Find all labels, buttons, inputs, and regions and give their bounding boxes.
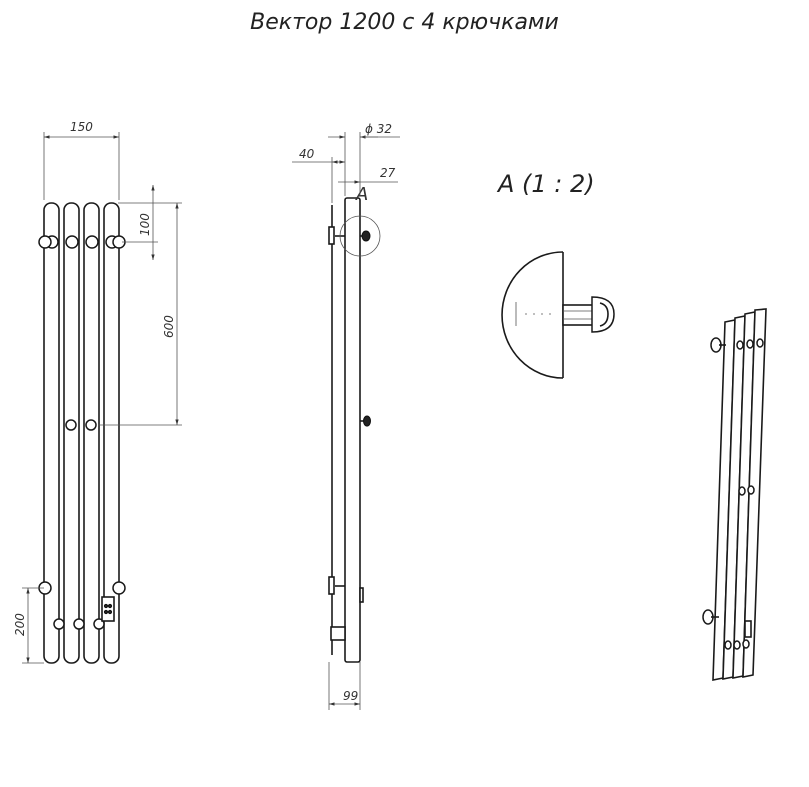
front-middle-hook bbox=[85, 419, 97, 431]
side-dimensions: ϕ 32 40 27 99 bbox=[292, 122, 400, 710]
drawing-title: Вектор 1200 с 4 крючками bbox=[250, 10, 559, 35]
control-indicator bbox=[103, 609, 109, 615]
isometric-view bbox=[702, 308, 767, 681]
front-tube-3 bbox=[83, 202, 100, 664]
side-view: A bbox=[328, 184, 381, 663]
side-bottom-hook bbox=[359, 587, 364, 603]
dim-pipe-offset: 27 bbox=[380, 166, 396, 180]
detail-view: A (1 : 2) bbox=[496, 170, 615, 379]
iso-middle-hook bbox=[747, 485, 755, 495]
iso-top-hook-right bbox=[756, 338, 764, 348]
dim-depth: 99 bbox=[343, 689, 358, 703]
side-top-bracket bbox=[328, 226, 335, 245]
side-pipe bbox=[344, 197, 361, 663]
side-control-box bbox=[330, 626, 346, 641]
side-middle-hook bbox=[363, 415, 371, 427]
control-indicator bbox=[107, 609, 113, 615]
front-control-box bbox=[101, 596, 115, 622]
dim-hook-spacing: 600 bbox=[162, 315, 176, 338]
control-indicator bbox=[103, 603, 109, 609]
front-middle-hook bbox=[65, 419, 77, 431]
side-bottom-bracket bbox=[328, 576, 335, 595]
side-top-hook bbox=[361, 230, 371, 242]
iso-bottom-connector bbox=[724, 640, 732, 650]
detail-hook-head bbox=[591, 296, 615, 333]
front-top-connector bbox=[65, 235, 79, 249]
dim-top-offset: 100 bbox=[138, 213, 152, 236]
front-tube-2 bbox=[63, 202, 80, 664]
iso-control-box bbox=[744, 620, 752, 638]
dim-wall-distance: 40 bbox=[299, 147, 315, 161]
front-top-connector bbox=[85, 235, 99, 249]
front-view bbox=[38, 202, 126, 664]
iso-top-connector bbox=[746, 339, 754, 349]
iso-bottom-connector bbox=[733, 640, 741, 650]
dim-diameter: ϕ 32 bbox=[365, 122, 392, 136]
dim-width: 150 bbox=[70, 120, 93, 134]
detail-marker: A bbox=[355, 184, 368, 205]
front-dimensions: 150 100 600 200 bbox=[13, 120, 182, 664]
front-tube-1 bbox=[43, 202, 60, 664]
detail-circle bbox=[339, 215, 381, 257]
iso-top-connector bbox=[736, 340, 744, 350]
front-tube-4 bbox=[103, 202, 120, 664]
control-indicator bbox=[107, 603, 113, 609]
front-bottom-hook-right bbox=[112, 581, 126, 595]
front-bottom-connector bbox=[53, 618, 65, 630]
iso-bottom-connector bbox=[742, 639, 750, 649]
front-bottom-connector bbox=[73, 618, 85, 630]
iso-tube-4 bbox=[742, 308, 767, 678]
dim-bottom-offset: 200 bbox=[13, 613, 27, 636]
iso-middle-hook bbox=[738, 486, 746, 496]
detail-scale-label: A (1 : 2) bbox=[496, 170, 595, 198]
detail-hook-shank bbox=[562, 304, 594, 326]
detail-arc bbox=[501, 251, 564, 379]
front-top-hook-left bbox=[38, 235, 52, 249]
